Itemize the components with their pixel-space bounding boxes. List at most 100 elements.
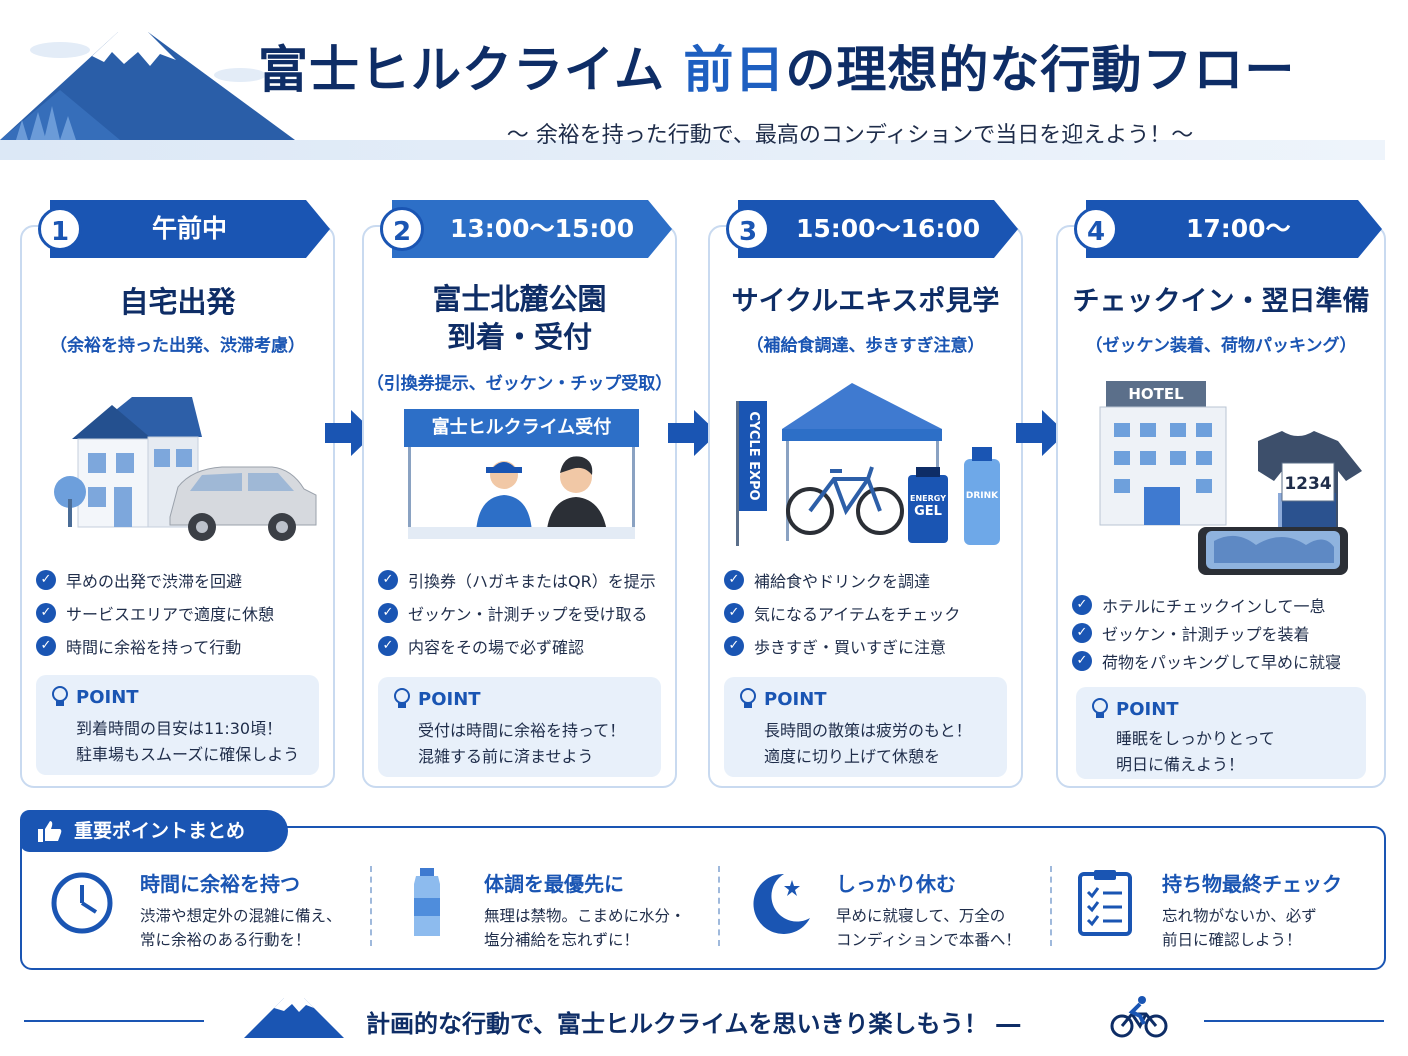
check-text: ゼッケン・計測チップを受け取る [408, 604, 648, 624]
check-list: ✓早めの出発で渋滞を回避 ✓サービスエリアで適度に休憩 ✓時間に余裕を持って行動 [36, 563, 327, 662]
lightbulb-icon [1092, 698, 1108, 718]
point-box: POINT 受付は時間に余裕を持って！ 混雑する前に済ませよう [378, 677, 661, 777]
point-header: POINT [50, 685, 139, 709]
check-text: サービスエリアで適度に休憩 [66, 604, 275, 624]
check-icon: ✓ [36, 569, 56, 590]
summary-tab: 重要ポイントまとめ [20, 810, 288, 852]
hotel-illustration: HOTEL 1234 [1086, 379, 1376, 579]
step-time: 午前中 [152, 214, 228, 243]
point-label: POINT [1116, 698, 1179, 720]
check-icon: ✓ [378, 635, 398, 656]
step-title-line-1: 富士北麓公園 [432, 282, 607, 316]
point-header: POINT [738, 687, 827, 711]
footer-line-right [1204, 1020, 1384, 1022]
point-text-1: 睡眠をしっかりとって [1116, 729, 1275, 748]
thumbs-up-icon [38, 821, 62, 842]
point-label: POINT [418, 688, 481, 710]
ribbon-shape [738, 200, 1018, 258]
step-time: 13:00〜15:00 [450, 214, 635, 243]
summary-item-rest: しっかり休む 早めに就寝して、万全の コンディションで本番へ！ [744, 862, 1074, 952]
summary-title: 時間に余裕を持つ [140, 872, 300, 896]
summary-title: 体調を最優先に [484, 872, 624, 896]
summary-text-1: 忘れ物がないか、必ず [1162, 907, 1317, 925]
summary-item-time: 時間に余裕を持つ 渋滞や想定外の混雑に備え、 常に余裕のある行動を！ [48, 862, 378, 952]
title-accent: 前日 [683, 41, 786, 99]
step-ribbon-2: 2 13:00〜15:00 [372, 200, 672, 258]
list-item: ✓早めの出発で渋滞を回避 [36, 563, 327, 596]
step-card-1: 自宅出発 （余裕を持った出発、渋滞考慮） ✓早めの出発で渋滞を回避 ✓サービスエ… [20, 225, 335, 788]
check-text: 内容をその場で必ず確認 [408, 637, 585, 657]
list-item: ✓ 内容をその場で必ず確認 [378, 629, 669, 662]
point-header: POINT [392, 687, 481, 711]
cyclist-icon [1110, 996, 1168, 1038]
step-title: 自宅出発 [119, 285, 236, 319]
hotel-jersey-suitcase [1099, 381, 1362, 575]
step-time: 17:00〜 [1186, 214, 1291, 243]
point-box: POINT 到着時間の目安は11:30頃！ 駐車場もスムーズに確保しよう [36, 675, 319, 775]
arrow-right-icon [1016, 410, 1066, 456]
moon-icon [753, 873, 810, 934]
check-icon: ✓ [724, 569, 744, 590]
check-text: ホテルにチェックインして一息 [1102, 597, 1326, 616]
water-bottle-icon [414, 868, 440, 936]
reception-illustration: 富士ヒルクライム受付 [404, 409, 639, 539]
summary-text-2: 前日に確認しよう！ [1162, 931, 1302, 949]
list-item: ✓ホテルにチェックインして一息 [1072, 591, 1378, 619]
title-main: 富士ヒルクライム [258, 41, 684, 99]
expo-flag-text: CYCLE EXPO [746, 411, 761, 501]
check-icon: ✓ [36, 602, 56, 623]
summary-item-checklist: 持ち物最終チェック 忘れ物がないか、必ず 前日に確認しよう！ [1070, 862, 1400, 952]
step-card-2: 富士北麓公園 到着・受付 （引換券提示、ゼッケン・チップ受取） 富士ヒルクライム… [362, 225, 677, 788]
summary-text-2: 塩分補給を忘れずに！ [484, 931, 640, 949]
step-subtitle: （引換券提示、ゼッケン・チップ受取） [366, 374, 673, 394]
bib-number: 1234 [1284, 474, 1332, 494]
footer-message: 計画的な行動で、富士ヒルクライムを思いきり楽しもう！ ― [366, 1010, 1021, 1038]
energy-gel-line-1: ENERGY [910, 494, 946, 503]
mount-fuji-illustration [0, 32, 295, 140]
check-icon: ✓ [378, 569, 398, 590]
check-text: 引換券（ハガキまたはQR）を提示 [408, 571, 656, 591]
list-item: ✓気になるアイテムをチェック [724, 596, 1015, 629]
list-item: ✓歩きすぎ・買いすぎに注意 [724, 629, 1015, 662]
page-title: 富士ヒルクライム 前日の理想的な行動フロー [258, 30, 1295, 102]
summary-divider [370, 866, 372, 946]
summary-divider [718, 866, 720, 946]
check-text: ゼッケン・計測チップを装着 [1102, 625, 1310, 644]
step-number: 2 [380, 207, 424, 251]
check-icon: ✓ [36, 635, 56, 656]
summary-item-health: 体調を最優先に 無理は禁物。こまめに水分・ 塩分補給を忘れずに！ [392, 862, 722, 952]
drink-label: DRINK [965, 491, 999, 501]
step-card-4: チェックイン・翌日準備 （ゼッケン装着、荷物パッキング） HOTEL 1234 … [1056, 225, 1386, 788]
check-text: 歩きすぎ・買いすぎに注意 [754, 637, 947, 657]
check-text: 気になるアイテムをチェック [754, 604, 961, 624]
check-text: 荷物をパッキングして早めに就寝 [1102, 653, 1342, 672]
summary-text-2: 常に余裕のある行動を！ [140, 931, 311, 949]
reception-sign-text: 富士ヒルクライム受付 [431, 417, 612, 438]
list-item: ✓ 荷物をパッキングして早めに就寝 [1072, 647, 1378, 675]
step-title-line-2: 到着・受付 [446, 320, 592, 354]
summary-text-1: 早めに就寝して、万全の [836, 907, 1006, 925]
check-icon: ✓ [1072, 651, 1092, 671]
point-text-2: 駐車場もスムーズに確保しよう [76, 745, 300, 764]
reception-sign: 富士ヒルクライム受付 [404, 409, 639, 447]
summary-text-2: コンディションで本番へ！ [836, 931, 1021, 949]
step-ribbon-3: 3 15:00〜16:00 [718, 200, 1018, 258]
page-subtitle: 〜 余裕を持った行動で、最高のコンディションで当日を迎えよう！〜 [506, 123, 1194, 148]
energy-gel-label: ENERGY GEL [908, 493, 948, 520]
check-list: ✓ホテルにチェックインして一息 ✓ ゼッケン・計測チップを装着 ✓ 荷物をパッキング… [1072, 591, 1378, 675]
summary-tab-label: 重要ポイントまとめ [74, 820, 246, 842]
list-item: ✓ゼッケン・計測チップを受け取る [378, 596, 669, 629]
step-time: 15:00〜16:00 [796, 214, 981, 243]
summary-text-1: 無理は禁物。こまめに水分・ [484, 907, 686, 925]
hotel-sign-text: HOTEL [1128, 385, 1184, 403]
checklist-icon [1078, 870, 1132, 936]
step-number: 1 [38, 207, 82, 251]
step-subtitle: （ゼッケン装着、荷物パッキング） [1085, 336, 1357, 356]
point-text-1: 受付は時間に余裕を持って！ [418, 721, 626, 740]
arrow-right-icon [668, 410, 718, 456]
header: 富士ヒルクライム 前日の理想的な行動フロー 〜 余裕を持った行動で、最高のコンデ… [0, 0, 1408, 170]
summary-title: 持ち物最終チェック [1162, 872, 1342, 896]
point-text-2: 混雑する前に済ませよう [418, 747, 594, 766]
summary-title: しっかり休む [836, 872, 956, 896]
check-icon: ✓ [1072, 623, 1092, 643]
